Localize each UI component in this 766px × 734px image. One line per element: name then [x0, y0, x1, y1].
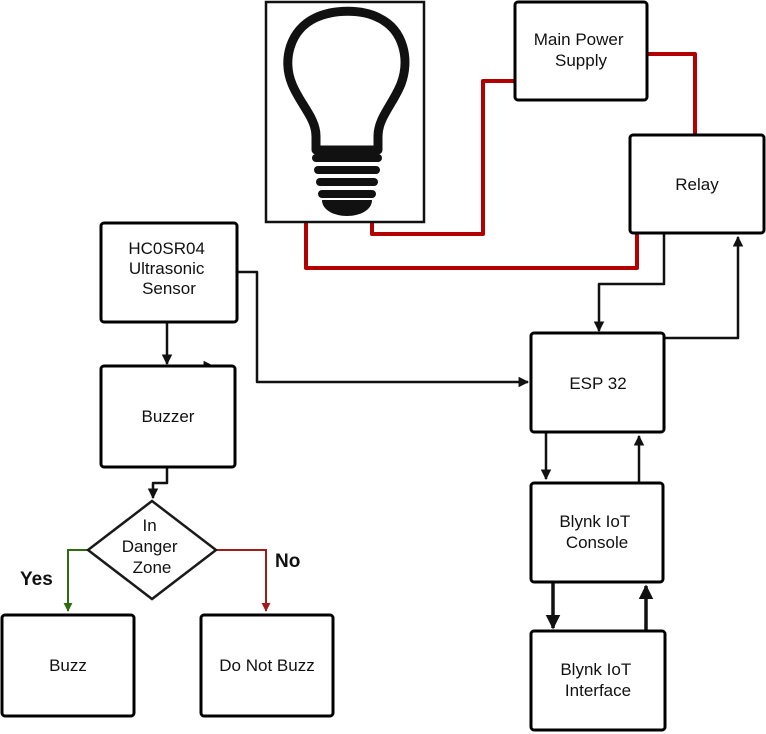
blynk-console-label: Blynk IoT Console: [559, 512, 634, 552]
blynk-console-box: Blynk IoT Console: [529, 481, 665, 584]
lamp-to-relay-wire: [304, 222, 639, 270]
lamp-to-power-supply-wire: [370, 79, 515, 236]
main-power-supply-box: Main Power Supply: [513, 0, 649, 102]
sensor-to-esp32-arrow: [237, 270, 530, 388]
no-branch-arrow: [216, 549, 271, 612]
yes-branch-label: Yes: [20, 569, 53, 590]
esp32-to-relay-arrow: [664, 235, 744, 340]
power-supply-to-relay-wire: [647, 52, 697, 135]
buzzer-box: Buzzer: [99, 364, 237, 469]
sensor-label: HC0SR04 Ultrasonic Sensor: [128, 239, 209, 298]
light-bulb: [264, 0, 426, 224]
esp32-box: ESP 32: [529, 331, 666, 434]
buzz-label: Buzz: [49, 656, 87, 675]
sensor-box: HC0SR04 Ultrasonic Sensor: [99, 221, 239, 324]
main-power-supply-label: Main Power Supply: [534, 30, 629, 70]
light-bulb-icon: [283, 6, 410, 216]
blynk-interface-label: Blynk IoT Interface: [560, 660, 635, 700]
do-not-buzz-box: Do Not Buzz: [199, 613, 335, 718]
decision-label: In Danger Zone: [122, 516, 183, 577]
relay-box: Relay: [628, 133, 766, 235]
buzzer-label: Buzzer: [142, 407, 195, 426]
blynk-interface-box: Blynk IoT Interface: [529, 629, 667, 732]
power-wiring: [304, 52, 697, 270]
buzz-box: Buzz: [0, 613, 136, 718]
esp32-label: ESP 32: [569, 374, 626, 393]
relay-label: Relay: [675, 175, 719, 194]
no-branch-label: No: [275, 551, 300, 572]
yes-branch-arrow: [63, 549, 88, 612]
buzzer-to-decision-arrow: [147, 467, 169, 500]
decision-diamond: In Danger Zone: [85, 499, 219, 601]
relay-to-esp32-arrow: [593, 233, 666, 333]
do-not-buzz-label: Do Not Buzz: [219, 656, 314, 675]
